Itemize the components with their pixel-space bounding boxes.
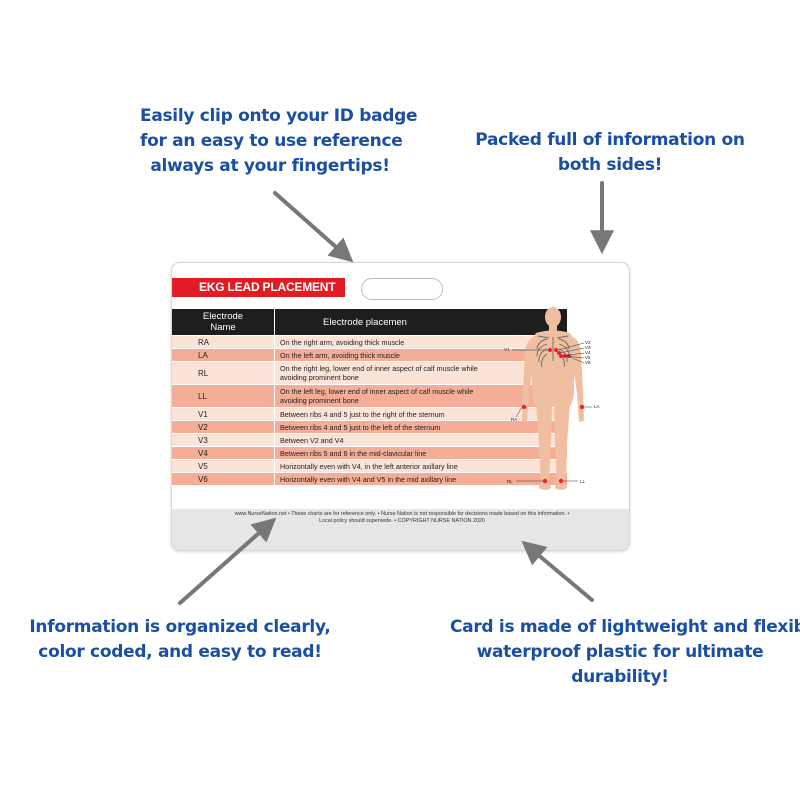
electrode-name: V1 bbox=[172, 408, 274, 420]
table-row: V5 Horizontally even with V4, in the lef… bbox=[172, 460, 567, 472]
callout-line: Card is made of lightweight and flexible bbox=[450, 617, 800, 637]
table-row: V6 Horizontally even with V4 and V5 in t… bbox=[172, 473, 567, 485]
callout-line: always at your fingertips! bbox=[150, 156, 390, 176]
table-row: RL On the right leg, lower end of inner … bbox=[172, 362, 567, 384]
body-diagram: V1 V2 V3 V4 V5 V6 RA LA RL LL bbox=[504, 307, 600, 490]
callout-line: durability! bbox=[571, 667, 669, 687]
electrode-name: V6 bbox=[172, 473, 274, 485]
badge-card: EKG LEAD PLACEMENT Electrode Name Electr… bbox=[171, 262, 630, 551]
callout-line: for an easy to use reference bbox=[140, 131, 403, 151]
arrow-badge-clip bbox=[273, 191, 354, 263]
electrode-placement: On the left arm, avoiding thick muscle bbox=[274, 349, 567, 361]
placement-line: avoiding prominent bone bbox=[280, 373, 359, 382]
arrow-material bbox=[521, 540, 594, 602]
table-row: V3 Between V2 and V4 bbox=[172, 434, 567, 446]
table-row: V4 Between ribs 5 and 6 in the mid-clavi… bbox=[172, 447, 567, 459]
callout-material: Card is made of lightweight and flexible… bbox=[450, 615, 800, 690]
electrode-v1 bbox=[548, 348, 552, 352]
electrode-name: V2 bbox=[172, 421, 274, 433]
electrode-name: V3 bbox=[172, 434, 274, 446]
card-footer: www.NurseNation.net • These charts are f… bbox=[192, 511, 612, 525]
label-rl: RL bbox=[507, 479, 513, 484]
electrode-la bbox=[579, 404, 585, 410]
callout-line: Information is organized clearly, bbox=[29, 617, 331, 637]
header-text: Name bbox=[210, 322, 236, 333]
electrode-ll bbox=[558, 478, 564, 484]
callout-line: both sides! bbox=[557, 155, 663, 175]
electrode-name: V5 bbox=[172, 460, 274, 472]
label-v5: V5 bbox=[585, 355, 591, 360]
table-header-row: Electrode Name Electrode placemen bbox=[172, 309, 567, 335]
header-electrode-name: Electrode Name bbox=[172, 309, 274, 335]
electrode-placement: Between ribs 4 and 5 just to the left of… bbox=[274, 421, 567, 433]
electrode-v5 bbox=[563, 354, 567, 358]
header-electrode-placement: Electrode placemen bbox=[274, 309, 567, 335]
electrode-placement: Horizontally even with V4, in the left a… bbox=[274, 460, 567, 472]
electrode-placement: Horizontally even with V4 and V5 in the … bbox=[274, 473, 567, 485]
callout-both-sides: Packed full of information on both sides… bbox=[470, 128, 750, 178]
label-v3: V3 bbox=[585, 345, 591, 350]
electrode-placement: On the left leg, lower end of inner aspe… bbox=[274, 385, 567, 407]
footer-line: Local policy should supersede. • COPYRIG… bbox=[319, 518, 485, 524]
label-v4: V4 bbox=[585, 350, 591, 355]
callout-line: Easily clip onto your ID badge bbox=[140, 106, 418, 126]
placement-line: On the right leg, lower end of inner asp… bbox=[280, 364, 478, 373]
callout-badge-clip: Easily clip onto your ID badge for an ea… bbox=[140, 104, 418, 179]
table-row: V2 Between ribs 4 and 5 just to the left… bbox=[172, 421, 567, 433]
leader-lines bbox=[512, 342, 592, 482]
electrode-v4 bbox=[559, 354, 563, 358]
electrode-placement: On the right leg, lower end of inner asp… bbox=[274, 362, 567, 384]
electrode-name: V4 bbox=[172, 447, 274, 459]
header-text: Electrode bbox=[202, 311, 244, 322]
callout-line: waterproof plastic for ultimate bbox=[476, 642, 764, 662]
table-row: V1 Between ribs 4 and 5 just to the righ… bbox=[172, 408, 567, 420]
callout-line: color coded, and easy to read! bbox=[38, 642, 322, 662]
electrode-table: Electrode Name Electrode placemen RA On … bbox=[172, 308, 567, 486]
title-banner: EKG LEAD PLACEMENT bbox=[172, 278, 345, 297]
callout-line: Packed full of information on bbox=[475, 130, 745, 150]
electrode-rl bbox=[542, 478, 548, 484]
electrode-placement: Between V2 and V4 bbox=[274, 434, 567, 446]
callout-organized: Information is organized clearly, color … bbox=[20, 615, 340, 665]
label-ra: RA bbox=[511, 417, 517, 422]
electrode-name: LL bbox=[172, 385, 274, 407]
electrode-name: LA bbox=[172, 349, 274, 361]
label-la: LA bbox=[594, 404, 600, 409]
label-v6: V6 bbox=[585, 360, 591, 365]
electrode-placement: Between ribs 5 and 6 in the mid-clavicul… bbox=[274, 447, 567, 459]
table-row: LA On the left arm, avoiding thick muscl… bbox=[172, 349, 567, 361]
label-ll: LL bbox=[580, 479, 586, 484]
electrode-v3 bbox=[557, 351, 561, 355]
electrode-name: RL bbox=[172, 362, 274, 384]
electrode-placement: Between ribs 4 and 5 just to the right o… bbox=[274, 408, 567, 420]
placement-line: On the left leg, lower end of inner aspe… bbox=[280, 387, 474, 396]
footer-line: www.NurseNation.net • These charts are f… bbox=[234, 511, 570, 517]
badge-clip-slot bbox=[361, 278, 443, 300]
electrode-v2 bbox=[554, 348, 558, 352]
table-row: RA On the right arm, avoiding thick musc… bbox=[172, 336, 567, 348]
card-title: EKG LEAD PLACEMENT bbox=[199, 280, 336, 294]
label-v1: V1 bbox=[504, 347, 510, 352]
electrode-ra bbox=[521, 404, 527, 410]
arrow-organized bbox=[178, 517, 277, 605]
body-silhouette bbox=[522, 307, 584, 490]
placement-line: avoiding prominent bone bbox=[280, 396, 359, 405]
table-row: LL On the left leg, lower end of inner a… bbox=[172, 385, 567, 407]
electrode-placement: On the right arm, avoiding thick muscle bbox=[274, 336, 567, 348]
label-v2: V2 bbox=[585, 340, 591, 345]
electrode-name: RA bbox=[172, 336, 274, 348]
